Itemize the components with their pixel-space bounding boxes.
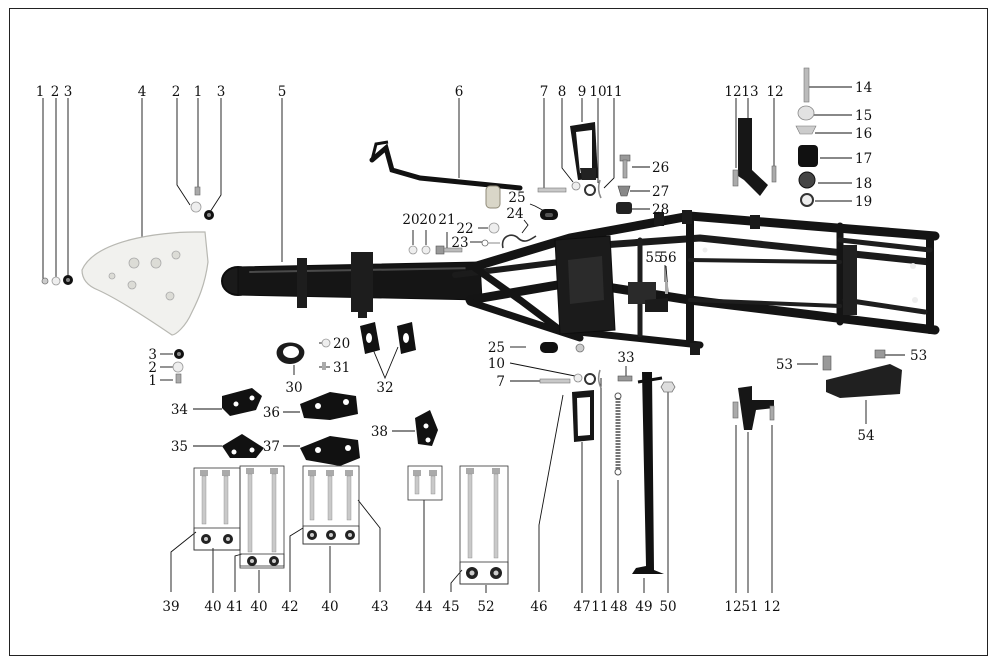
callout: 14 bbox=[855, 80, 872, 96]
callout: 40 bbox=[321, 599, 338, 615]
callout: 10 bbox=[488, 356, 505, 372]
callout: 27 bbox=[652, 184, 669, 200]
callout: 9 bbox=[578, 84, 587, 100]
callout: 3 bbox=[217, 84, 226, 100]
callout: 20 bbox=[419, 212, 436, 228]
callout: 5 bbox=[278, 84, 287, 100]
callout: 33 bbox=[617, 350, 634, 366]
brake-pedal bbox=[369, 143, 523, 191]
chain-guard bbox=[826, 364, 902, 398]
callout: 35 bbox=[171, 439, 188, 455]
callout: 17 bbox=[855, 151, 872, 167]
callout: 6 bbox=[455, 84, 464, 100]
callout: 47 bbox=[573, 599, 590, 615]
callout-labels: 1 2 3 4 2 1 3 5 6 7 8 9 10 11 12 13 12 1… bbox=[36, 80, 927, 615]
diagram-frame bbox=[9, 8, 988, 656]
callout: 2 bbox=[148, 360, 157, 376]
callout: 54 bbox=[857, 428, 874, 444]
callout: 45 bbox=[442, 599, 459, 615]
callout: 24 bbox=[506, 206, 523, 222]
callout: 1 bbox=[194, 84, 203, 100]
callout: 37 bbox=[263, 439, 280, 455]
callout: 40 bbox=[204, 599, 221, 615]
leader-lines bbox=[42, 86, 905, 593]
callout: 53 bbox=[910, 348, 927, 364]
callout: 19 bbox=[855, 194, 872, 210]
callout: 18 bbox=[855, 176, 872, 192]
callout: 42 bbox=[281, 599, 298, 615]
callout: 51 bbox=[741, 599, 758, 615]
callout: 2 bbox=[51, 84, 60, 100]
callout: 2 bbox=[172, 84, 181, 100]
callout: 20 bbox=[333, 336, 350, 352]
parts bbox=[41, 67, 902, 585]
callout: 55 bbox=[645, 250, 662, 266]
callout: 20 bbox=[402, 212, 419, 228]
callout: 43 bbox=[371, 599, 388, 615]
callout: 11 bbox=[591, 599, 608, 615]
skid-plate bbox=[81, 231, 209, 336]
callout: 49 bbox=[635, 599, 652, 615]
callout: 46 bbox=[530, 599, 547, 615]
callout: 16 bbox=[855, 126, 872, 142]
main-frame bbox=[221, 210, 940, 355]
callout: 12 bbox=[724, 84, 741, 100]
callout: 44 bbox=[415, 599, 432, 615]
callout: 12 bbox=[763, 599, 780, 615]
callout: 4 bbox=[138, 84, 147, 100]
callout: 38 bbox=[371, 424, 388, 440]
callout: 39 bbox=[162, 599, 179, 615]
kickstand bbox=[632, 372, 664, 574]
callout: 13 bbox=[741, 84, 758, 100]
callout: 1 bbox=[148, 373, 157, 389]
callout: 40 bbox=[250, 599, 267, 615]
callout: 56 bbox=[659, 250, 676, 266]
callout: 12 bbox=[766, 84, 783, 100]
callout: 48 bbox=[610, 599, 627, 615]
callout: 21 bbox=[438, 212, 455, 228]
callout: 10 bbox=[589, 84, 606, 100]
callout: 23 bbox=[451, 235, 468, 251]
callout: 36 bbox=[263, 405, 280, 421]
callout: 32 bbox=[376, 380, 393, 396]
callout: 41 bbox=[226, 599, 243, 615]
callout: 22 bbox=[456, 221, 473, 237]
callout: 25 bbox=[488, 340, 505, 356]
callout: 30 bbox=[285, 380, 302, 396]
callout: 12 bbox=[724, 599, 741, 615]
callout: 50 bbox=[659, 599, 676, 615]
callout: 25 bbox=[508, 190, 525, 206]
callout: 8 bbox=[558, 84, 567, 100]
callout: 3 bbox=[148, 347, 157, 363]
callout: 52 bbox=[477, 599, 494, 615]
callout: 28 bbox=[652, 202, 669, 218]
callout: 1 bbox=[36, 84, 45, 100]
callout: 31 bbox=[333, 360, 350, 376]
callout: 15 bbox=[855, 108, 872, 124]
callout: 26 bbox=[652, 160, 669, 176]
callout: 3 bbox=[64, 84, 73, 100]
callout: 53 bbox=[776, 357, 793, 373]
callout: 34 bbox=[171, 402, 188, 418]
callout: 7 bbox=[496, 374, 505, 390]
callout: 7 bbox=[540, 84, 549, 100]
callout: 11 bbox=[605, 84, 622, 100]
